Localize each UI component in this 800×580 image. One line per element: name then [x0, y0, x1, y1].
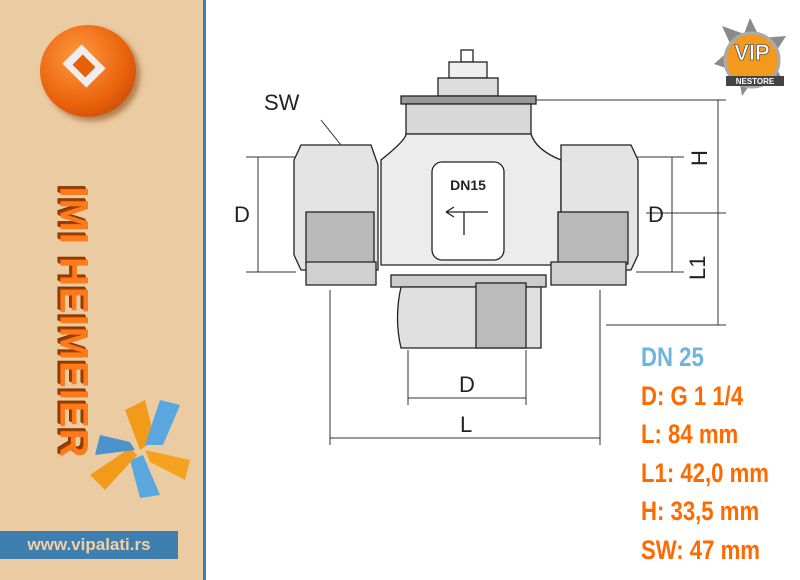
vip-palati-store-logo: VIP NESTORE: [714, 18, 786, 96]
spec-sw: SW: 47 mm: [641, 534, 760, 565]
label-l1: L1: [685, 256, 710, 280]
imi-logo-icon: [40, 25, 136, 117]
label-h: H: [687, 150, 712, 166]
spec-l1: L1: 42,0 mm: [641, 457, 769, 488]
dn-marking: DN15: [450, 177, 486, 193]
label-l: L: [460, 412, 472, 437]
heimeier-star-icon: [90, 400, 190, 498]
valve-technical-drawing: DN15 SW D D D H L1 L: [234, 49, 726, 445]
spec-h: H: 33,5 mm: [641, 496, 760, 526]
svg-text:NESTORE: NESTORE: [736, 77, 775, 86]
spec-dn: DN 25: [641, 342, 704, 372]
brand-sidebar: IMI HEIMEIER www.vipalati.rs: [0, 0, 206, 580]
svg-text:VIP: VIP: [734, 40, 769, 65]
spec-l: L: 84 mm: [641, 419, 739, 449]
label-d-right: D: [648, 202, 664, 227]
label-d-bottom: D: [459, 372, 475, 397]
label-d-left: D: [234, 202, 250, 227]
brand-name: IMI HEIMEIER: [43, 130, 96, 510]
spec-list: DN 25 D: G 1 1/4 L: 84 mm L1: 42,0 mm H:…: [641, 338, 797, 569]
website-link[interactable]: www.vipalati.rs: [0, 531, 178, 559]
label-sw: SW: [264, 90, 300, 115]
spec-d: D: G 1 1/4: [641, 380, 744, 411]
